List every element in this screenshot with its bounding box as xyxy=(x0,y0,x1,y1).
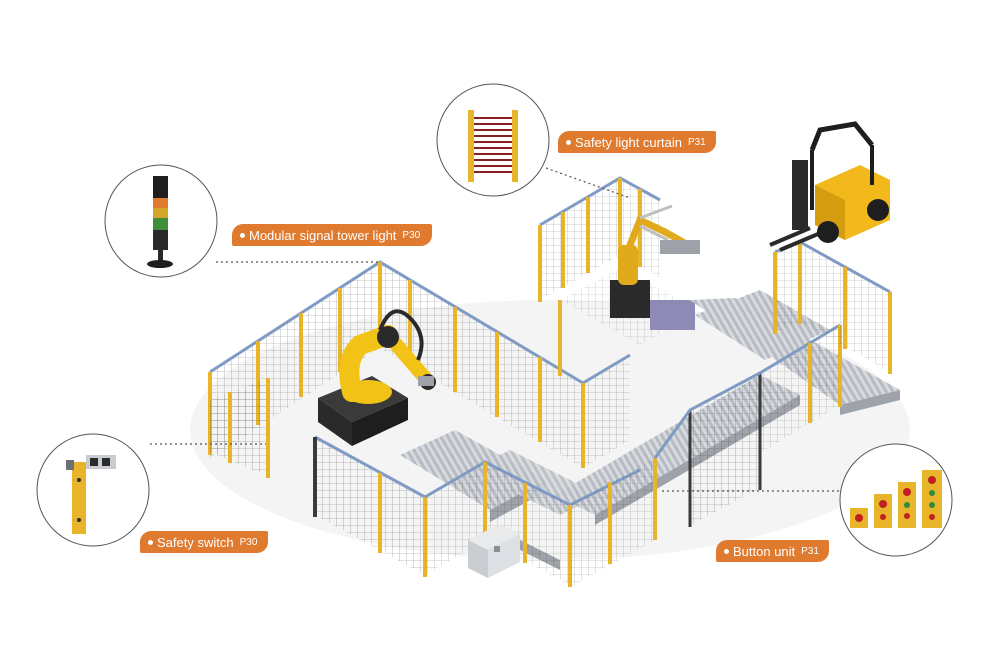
robot-arm-icon xyxy=(318,309,436,446)
callout-page: P31 xyxy=(687,136,706,148)
callout-name: Safety light curtain xyxy=(575,134,682,150)
callout-signal-tower: Modular signal tower light P30 xyxy=(232,224,432,246)
callout-name: Button unit xyxy=(733,543,796,559)
callout-page: P30 xyxy=(402,229,421,241)
callout-safety-switch: Safety switch P30 xyxy=(140,531,268,553)
callout-button-unit: Button unit P31 xyxy=(716,540,829,562)
leader-lines xyxy=(150,167,840,492)
callout-name: Modular signal tower light xyxy=(249,227,397,243)
signal-tower-inset xyxy=(104,164,218,278)
bullet-dot xyxy=(148,539,153,545)
light-curtain-icon xyxy=(468,110,518,182)
bullet-dot xyxy=(724,548,729,554)
safety-switch-icon xyxy=(66,455,116,534)
forklift-icon xyxy=(769,121,890,252)
callout-light-curtain: Safety light curtain P31 xyxy=(558,131,716,153)
safety-switch-inset xyxy=(36,433,150,547)
fence-front xyxy=(210,323,842,587)
bullet-dot xyxy=(566,139,571,145)
callout-page: P30 xyxy=(239,536,258,548)
bullet-dot xyxy=(240,232,245,238)
robot-arm-small-icon xyxy=(610,204,700,330)
button-unit-inset xyxy=(839,443,953,557)
light-curtain-inset xyxy=(436,83,550,197)
control-cabinet-icon xyxy=(468,524,520,578)
signal-tower-icon xyxy=(147,176,173,268)
callout-name: Safety switch xyxy=(157,534,234,550)
button-unit-icon xyxy=(850,470,942,528)
callout-page: P31 xyxy=(801,545,819,557)
